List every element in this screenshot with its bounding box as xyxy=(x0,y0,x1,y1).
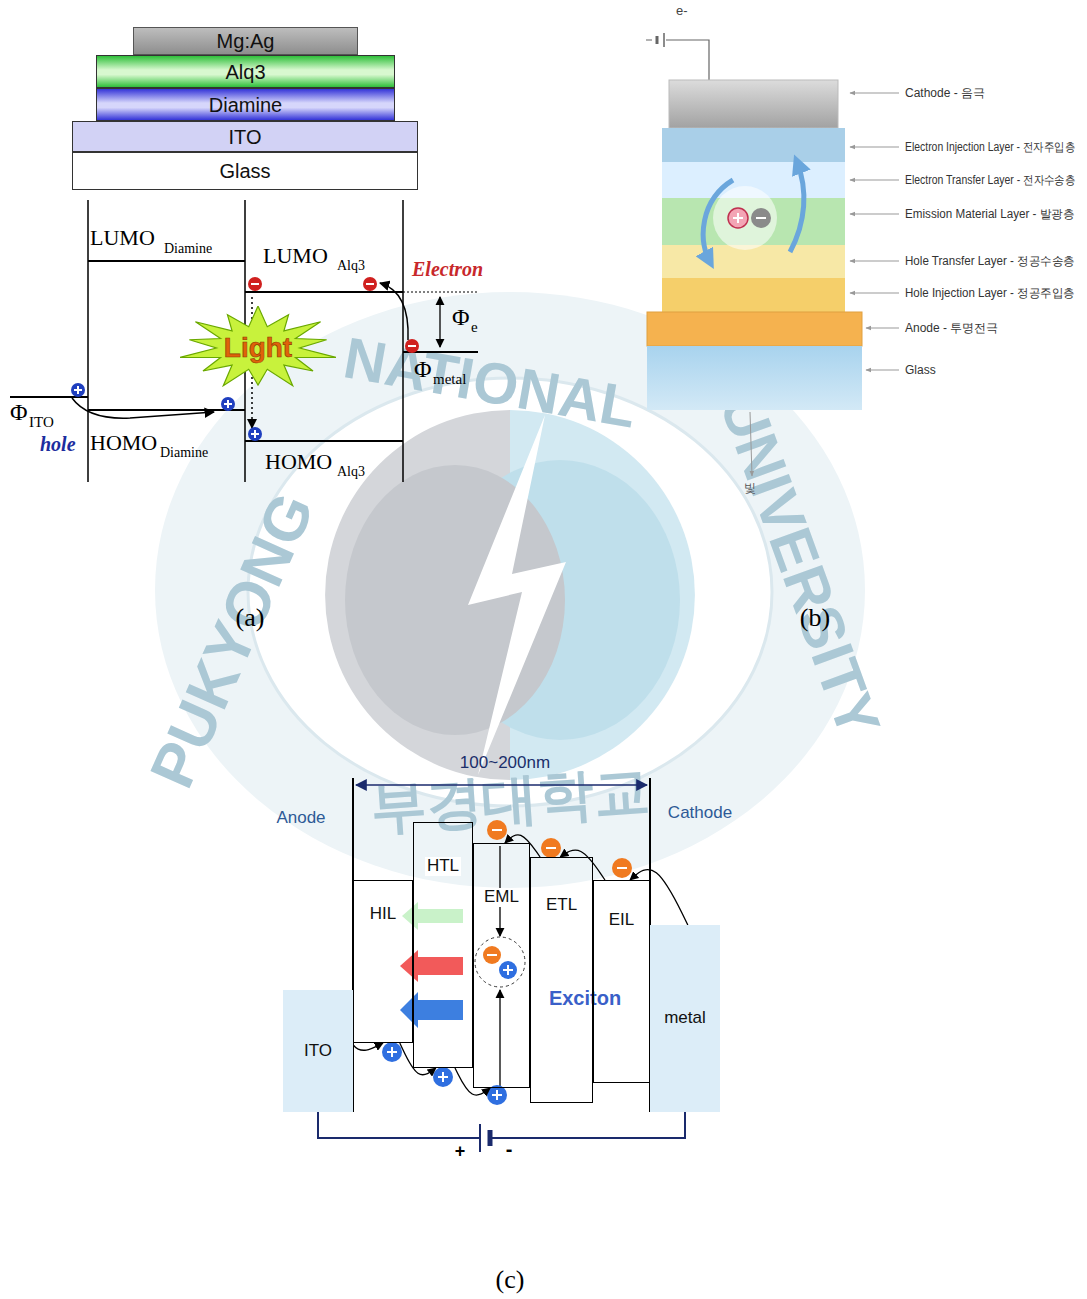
node-label: HTL xyxy=(425,857,461,876)
layer-label: Emission Material Layer - 발광층 xyxy=(905,208,1075,221)
watermark: 부경대학교 xyxy=(368,761,651,839)
node-label: Glass xyxy=(219,160,270,182)
dimension-label: 100~200nm xyxy=(460,754,550,772)
subscript: Diamine xyxy=(160,446,208,461)
subscript: e xyxy=(471,320,478,336)
electrode-box: ITO xyxy=(283,990,353,1112)
band-box: EIL xyxy=(593,880,650,1083)
layer-box: Diamine xyxy=(96,88,395,121)
subscript: Alq3 xyxy=(337,465,365,480)
carrier-path xyxy=(505,835,540,857)
subscript: metal xyxy=(433,372,466,388)
subscript: ITO xyxy=(29,415,54,431)
watermark: PUKYONG xyxy=(139,484,326,797)
level-label: LUMO xyxy=(90,226,155,249)
panel-caption: (a) xyxy=(236,604,265,631)
node-label: EML xyxy=(482,888,521,907)
node-label: Alq3 xyxy=(225,61,265,83)
layer-label: Electron Transfer Layer - 전자수송층 xyxy=(905,174,1075,187)
band-box: HIL xyxy=(353,880,413,1043)
work-function: Φ xyxy=(452,305,470,330)
carrier-label: hole xyxy=(40,434,76,455)
electrode-label: Anode xyxy=(276,809,325,827)
layer-label: Hole Injection Layer - 정공주입층 xyxy=(905,287,1075,300)
polarity-sign: + xyxy=(455,1142,466,1161)
node-label: ITO xyxy=(304,1042,332,1061)
band-diagram xyxy=(318,778,685,1152)
electrode-box: metal xyxy=(650,925,720,1112)
node-label: metal xyxy=(664,1009,706,1028)
node-label: ITO xyxy=(229,126,262,148)
work-function: Φ xyxy=(10,400,28,425)
panel-caption: (b) xyxy=(800,604,830,631)
level-label: LUMO xyxy=(263,244,328,267)
subscript: Diamine xyxy=(164,242,212,257)
layer-label: Electron Injection Layer - 전자주입층 xyxy=(905,141,1075,154)
light-burst: Light xyxy=(178,306,338,390)
carrier-label: Electron xyxy=(412,259,483,280)
band-box: ETL xyxy=(530,857,593,1103)
energy-diagram xyxy=(10,200,478,482)
level-label: HOMO xyxy=(265,450,332,473)
electron-label: e- xyxy=(676,4,688,18)
layer-label: Hole Transfer Layer - 정공수송층 xyxy=(905,255,1075,268)
panel-caption: (c) xyxy=(496,1266,525,1293)
node-label: HIL xyxy=(368,905,398,924)
device-stack xyxy=(646,33,899,476)
node-label: Mg:Ag xyxy=(217,30,275,52)
charge-dots xyxy=(71,277,419,441)
layer-label: Anode - 투명전극 xyxy=(905,322,998,335)
node-label: Diamine xyxy=(209,94,282,116)
layer-box: Glass xyxy=(72,152,418,190)
layer-box: Alq3 xyxy=(96,55,395,88)
electrode-label: Cathode xyxy=(668,804,732,822)
band-box: EML xyxy=(473,843,530,1088)
carrier-path xyxy=(630,870,688,925)
carrier-path xyxy=(560,850,605,880)
node-label: EIL xyxy=(607,911,637,930)
level-label: HOMO xyxy=(90,431,157,454)
layer-label: Cathode - 음극 xyxy=(905,87,985,100)
watermark: UNIVERSITY xyxy=(709,385,891,745)
band-box: HTL xyxy=(413,822,473,1068)
polarity-sign: - xyxy=(506,1139,513,1160)
exciton-label: Exciton xyxy=(546,988,624,1009)
work-function: Φ xyxy=(414,357,432,382)
layer-box: ITO xyxy=(72,121,418,152)
layer-box: Mg:Ag xyxy=(133,27,358,55)
subscript: Alq3 xyxy=(337,259,365,274)
layer-label: Glass xyxy=(905,364,936,377)
light-label: 빛 xyxy=(744,482,756,495)
node-label: ETL xyxy=(544,896,579,915)
carrier-path xyxy=(400,1043,436,1075)
watermark: NATIONAL xyxy=(339,327,640,438)
node-label: Light xyxy=(224,333,292,364)
